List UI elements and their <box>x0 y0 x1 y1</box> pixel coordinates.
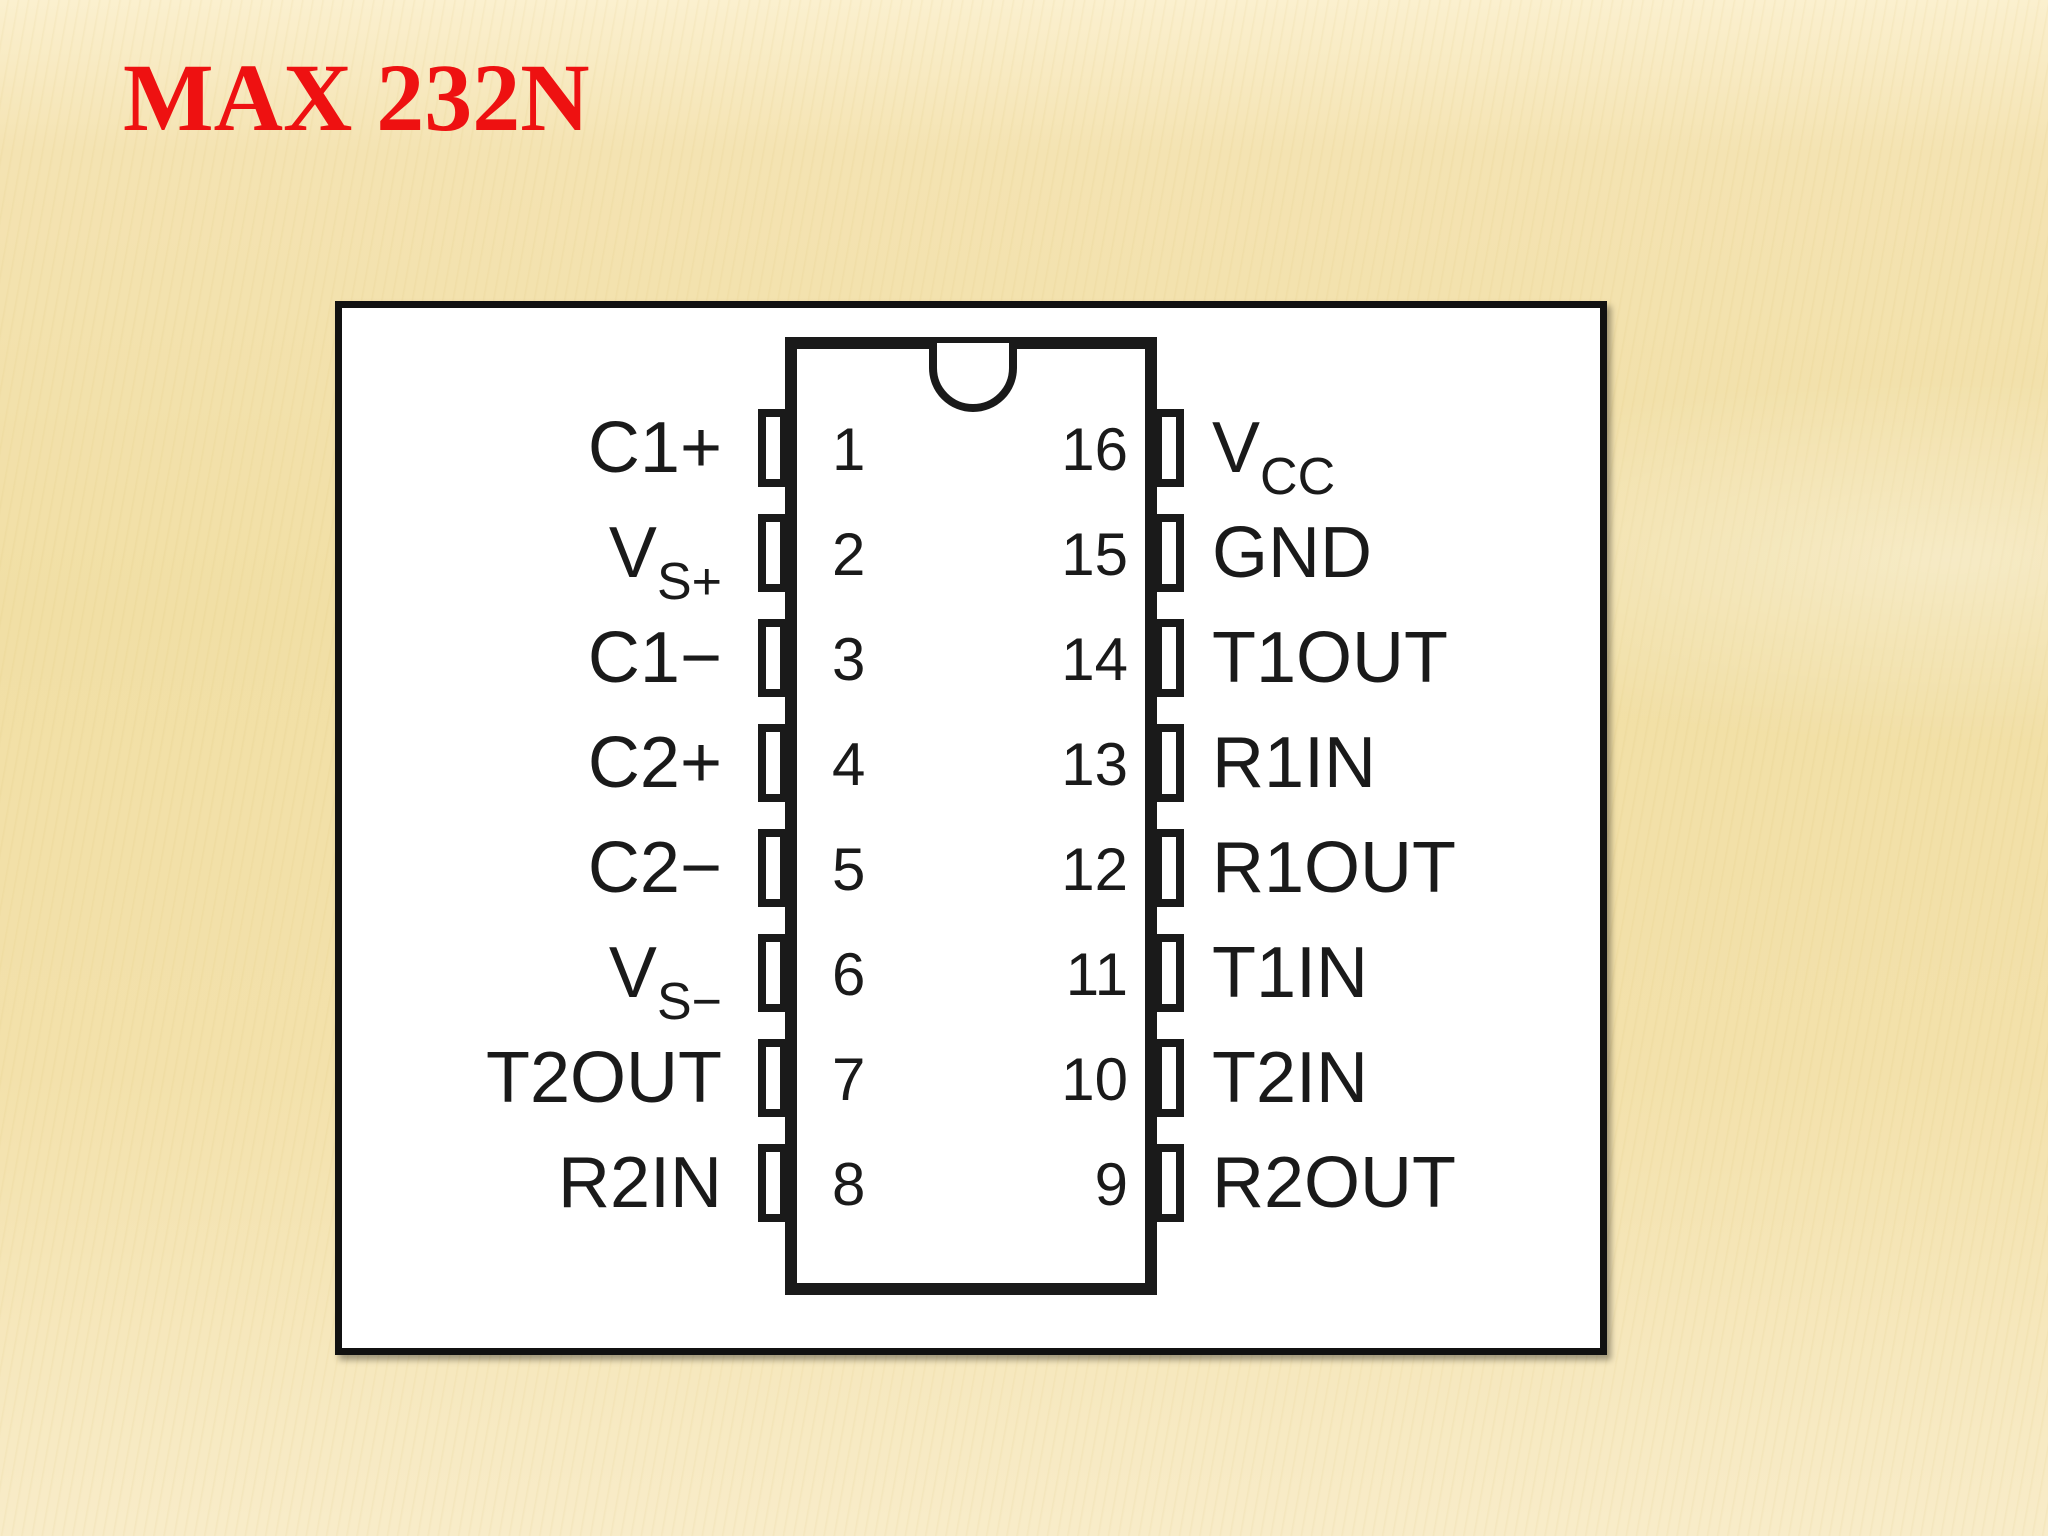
pin-label-5: C2− <box>588 828 722 908</box>
pin-number-16: 16 <box>1061 416 1128 483</box>
pin-number-12: 12 <box>1061 836 1128 903</box>
pin-number-8: 8 <box>832 1151 865 1218</box>
pin-lead-5 <box>758 829 788 907</box>
pin-number-15: 15 <box>1061 521 1128 588</box>
pin-number-1: 1 <box>832 416 865 483</box>
pin-number-10: 10 <box>1061 1046 1128 1113</box>
pin-lead-7 <box>758 1039 788 1117</box>
pin-number-13: 13 <box>1061 731 1128 798</box>
pin-label-4: C2+ <box>588 723 722 803</box>
pin-lead-13 <box>1154 724 1184 802</box>
ic-package <box>785 337 1157 1295</box>
pin-number-4: 4 <box>832 731 865 798</box>
pin-label-10: T2IN <box>1212 1038 1368 1118</box>
pin-label-6: VS− <box>609 933 722 1031</box>
pin-lead-4 <box>758 724 788 802</box>
pin-label-15: GND <box>1212 513 1372 593</box>
pin-lead-11 <box>1154 934 1184 1012</box>
pin-label-1: C1+ <box>588 408 722 488</box>
pin-lead-14 <box>1154 619 1184 697</box>
pin-number-6: 6 <box>832 941 865 1008</box>
pin-lead-12 <box>1154 829 1184 907</box>
pin-lead-2 <box>758 514 788 592</box>
pin-lead-6 <box>758 934 788 1012</box>
pin-label-13: R1IN <box>1212 723 1376 803</box>
pin-label-8: R2IN <box>558 1143 722 1223</box>
left-pins: 1 C1+ 2 VS+ 3 C1− 4 C2+ 5 C2− 6 VS− 7 T2OUT 8 R2IN <box>486 408 865 1223</box>
right-pins: 16 VCC 15 GND 14 T1OUT 13 R1IN 12 R1OUT 11 T1IN 10 T2… <box>1061 408 1456 1223</box>
pin-label-3: C1− <box>588 618 722 698</box>
pin-lead-1 <box>758 409 788 487</box>
pin-number-7: 7 <box>832 1046 865 1113</box>
pin-label-16: VCC <box>1212 408 1335 506</box>
pin-number-14: 14 <box>1061 626 1128 693</box>
pin-number-3: 3 <box>832 626 865 693</box>
pin-label-14: T1OUT <box>1212 618 1448 698</box>
pin-number-2: 2 <box>832 521 865 588</box>
pin-lead-3 <box>758 619 788 697</box>
pin-number-5: 5 <box>832 836 865 903</box>
ic-notch <box>929 343 1017 412</box>
pin-lead-10 <box>1154 1039 1184 1117</box>
pin-label-2: VS+ <box>609 513 722 611</box>
pin-lead-9 <box>1154 1144 1184 1222</box>
ic-body <box>785 337 1157 1295</box>
slide-title: MAX 232N <box>123 44 590 151</box>
pin-number-11: 11 <box>1066 941 1128 1008</box>
pin-label-9: R2OUT <box>1212 1143 1456 1223</box>
pin-label-12: R1OUT <box>1212 828 1456 908</box>
pin-label-11: T1IN <box>1212 933 1368 1013</box>
pin-lead-15 <box>1154 514 1184 592</box>
pin-lead-8 <box>758 1144 788 1222</box>
pin-label-7: T2OUT <box>486 1038 722 1118</box>
pin-lead-16 <box>1154 409 1184 487</box>
pin-number-9: 9 <box>1095 1151 1128 1218</box>
